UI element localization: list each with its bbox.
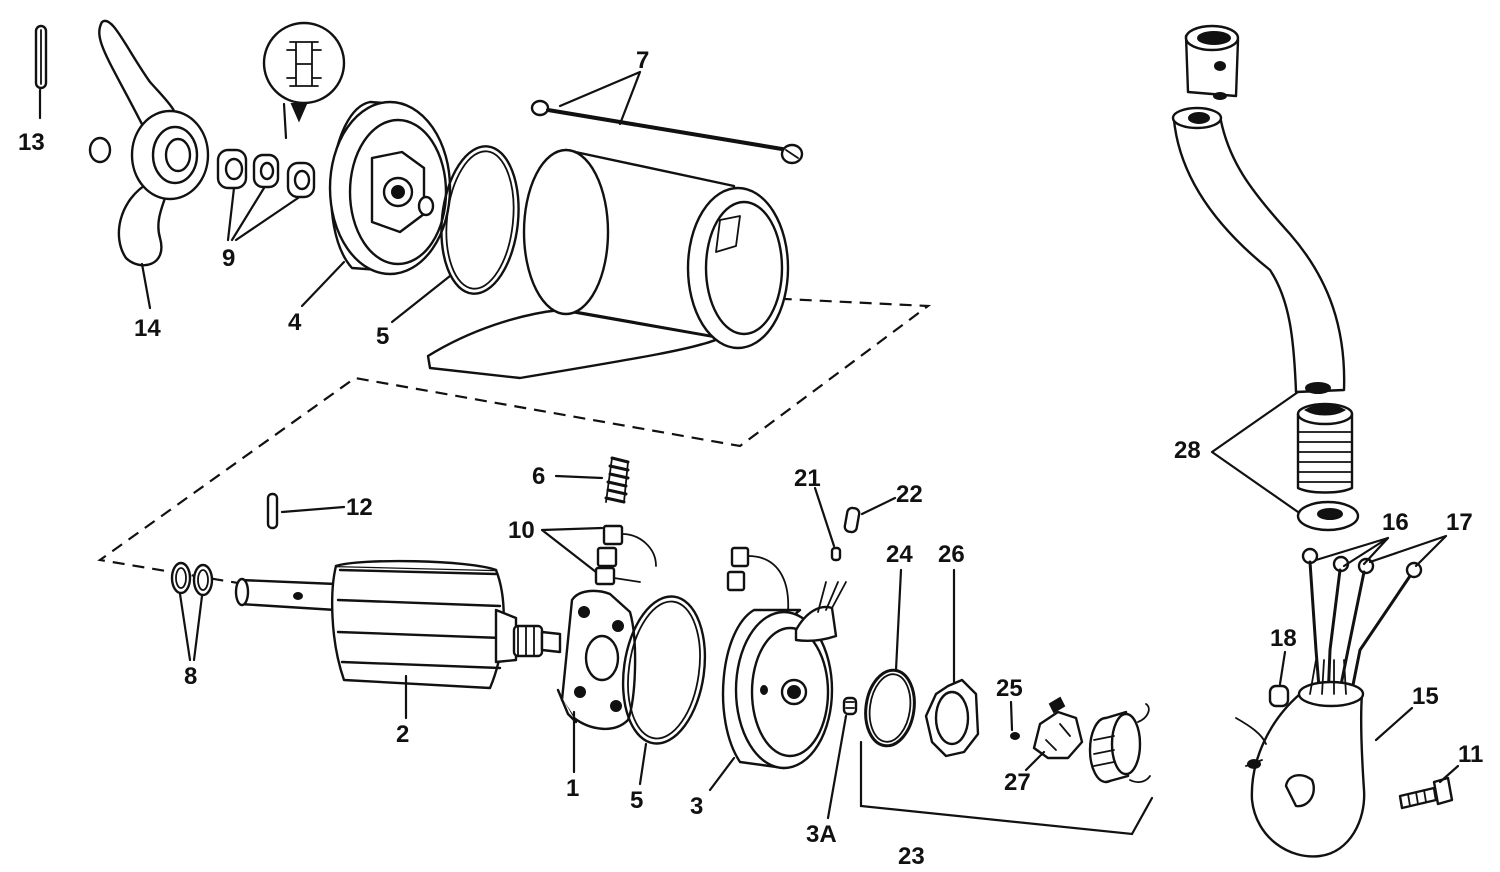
callout-3a: 3A xyxy=(806,821,837,848)
callout-10: 10 xyxy=(508,517,535,544)
callout-11: 11 xyxy=(1458,741,1483,768)
part-field-frame xyxy=(721,546,847,770)
part-brush-plate xyxy=(556,589,637,731)
part-grommet xyxy=(1268,684,1290,708)
alignment-dashed-outline xyxy=(97,286,932,602)
part-o-ring-upper xyxy=(440,145,520,295)
callout-21: 21 xyxy=(794,465,821,492)
part-shims xyxy=(170,561,214,597)
part-washer-28 xyxy=(1296,500,1360,532)
part-screw-11 xyxy=(1398,776,1454,810)
part-end-cap xyxy=(328,100,452,276)
part-brush-holder xyxy=(1032,696,1084,760)
callout-1: 1 xyxy=(566,775,579,802)
part-o-ring-lower xyxy=(621,595,707,745)
callout-7: 7 xyxy=(636,47,649,74)
callout-5-lower: 5 xyxy=(630,787,643,814)
callout-6: 6 xyxy=(532,463,545,490)
part-lock-nut xyxy=(924,678,980,758)
callout-28: 28 xyxy=(1174,437,1201,464)
leader-lines xyxy=(38,70,1460,820)
part-pin-22 xyxy=(843,506,861,534)
part-bearing-set xyxy=(216,148,316,199)
part-coupling xyxy=(1088,703,1151,784)
part-threaded-fitting xyxy=(1296,402,1354,494)
part-armature xyxy=(234,559,562,690)
callout-3: 3 xyxy=(690,793,703,820)
part-screw-25 xyxy=(1010,732,1020,740)
part-head-housing xyxy=(1235,659,1366,858)
callout-13: 13 xyxy=(18,129,45,156)
callout-23: 23 xyxy=(898,843,925,870)
callout-18: 18 xyxy=(1270,625,1297,652)
callout-16: 16 xyxy=(1382,509,1409,536)
callout-17: 17 xyxy=(1446,509,1473,536)
part-cotter-pin xyxy=(34,24,48,90)
callout-9: 9 xyxy=(222,245,235,272)
part-spring xyxy=(604,456,630,504)
bearing-detail-callout xyxy=(262,21,346,123)
callout-15: 15 xyxy=(1412,683,1439,710)
part-steering-tube xyxy=(1171,106,1346,394)
part-propeller xyxy=(88,19,210,267)
callout-5-upper: 5 xyxy=(376,323,389,350)
callout-24: 24 xyxy=(886,541,913,568)
callout-2: 2 xyxy=(396,721,409,748)
part-through-bolt xyxy=(530,99,804,165)
callout-26: 26 xyxy=(938,541,965,568)
part-retaining-ring xyxy=(864,668,916,748)
part-pin-21 xyxy=(830,546,842,562)
callout-14: 14 xyxy=(134,315,161,342)
part-motor-housing xyxy=(426,148,790,380)
callout-8: 8 xyxy=(184,663,197,690)
callout-25: 25 xyxy=(996,675,1023,702)
callout-4: 4 xyxy=(288,309,302,336)
part-key xyxy=(266,492,279,530)
callout-27: 27 xyxy=(1004,769,1031,796)
part-brushes xyxy=(594,524,657,586)
callout-12: 12 xyxy=(346,494,373,521)
part-wire-leads xyxy=(1301,547,1423,702)
callout-22: 22 xyxy=(896,481,923,508)
part-shaft-coupler xyxy=(1184,24,1240,100)
part-nut-3a xyxy=(842,696,858,716)
assembly-bracket-23 xyxy=(859,740,1154,836)
